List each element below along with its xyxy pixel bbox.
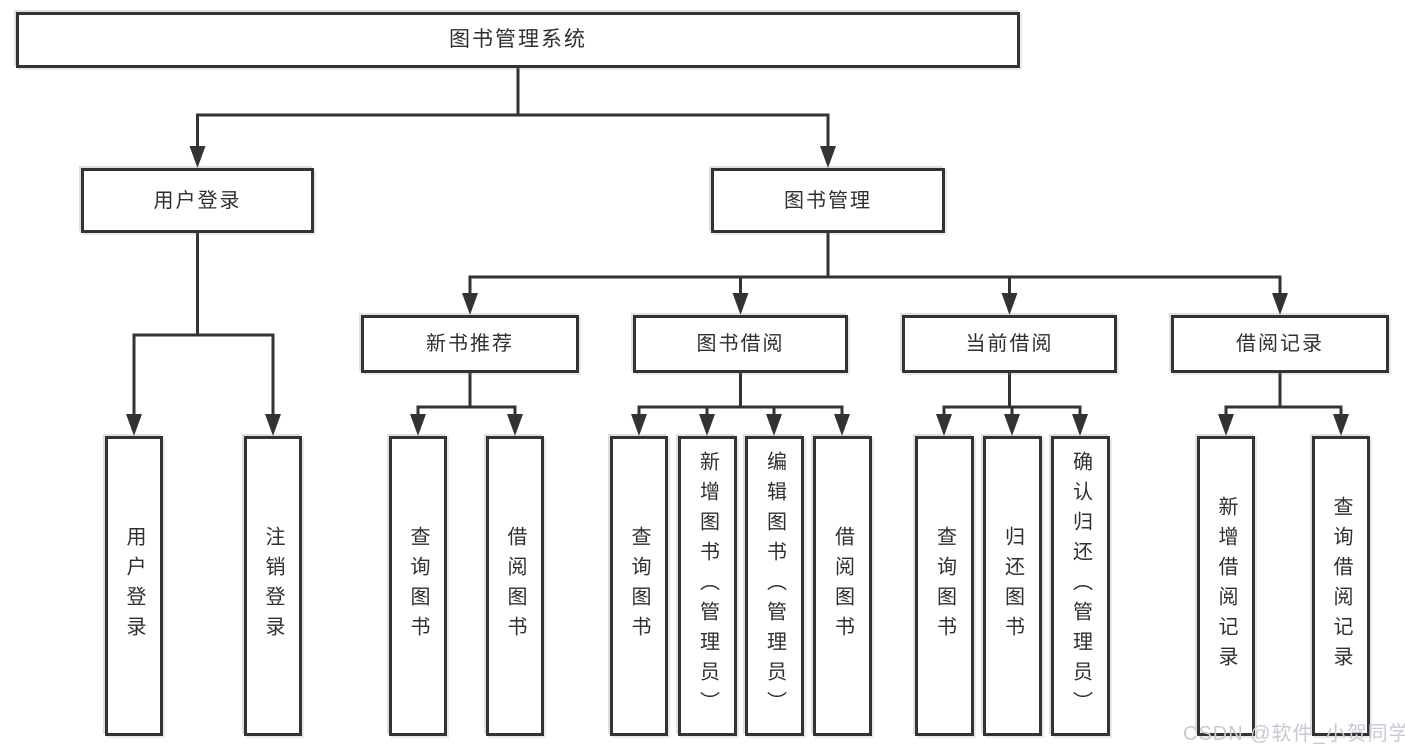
leaf-records-query-record: 查询借阅记录 [1312,436,1370,736]
leaf-borrowing-borrow-books: 借阅图书 [813,436,872,736]
node-user-login: 用户登录 [81,168,314,233]
leaf-records-add-record: 新增借阅记录 [1197,436,1255,736]
leaf-borrowing-add-books: 新增图书（管理员） [678,436,737,736]
node-library-system: 图书管理系统 [16,12,1020,68]
leaf-current-return-books: 归还图书 [983,436,1042,736]
leaf-user-login: 用户登录 [105,436,163,736]
leaf-borrowing-edit-books: 编辑图书（管理员） [745,436,804,736]
leaf-recommend-borrow-books: 借阅图书 [486,436,544,736]
csdn-watermark: CSDN @软件_小贺同学 [1183,723,1405,745]
node-current-borrowing: 当前借阅 [902,315,1117,373]
node-book-management: 图书管理 [711,168,945,233]
leaf-logout: 注销登录 [244,436,302,736]
leaf-recommend-query-books: 查询图书 [389,436,447,736]
leaf-borrowing-query-books: 查询图书 [610,436,668,736]
leaf-current-confirm-return: 确认归还（管理员） [1051,436,1110,736]
node-new-book-recommend: 新书推荐 [361,315,579,373]
node-book-borrowing: 图书借阅 [633,315,848,373]
node-borrowing-records: 借阅记录 [1171,315,1389,373]
leaf-current-query-books: 查询图书 [915,436,974,736]
